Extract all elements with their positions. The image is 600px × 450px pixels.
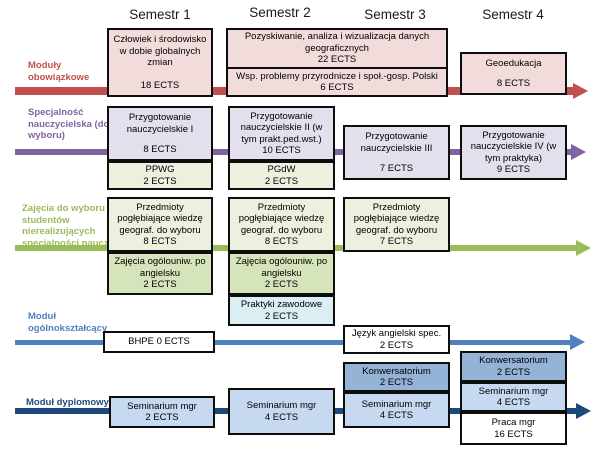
course-title: Zajęcia ogólouniw. po angielsku bbox=[235, 256, 328, 279]
course-ects: 4 ECTS bbox=[264, 411, 299, 423]
course-title: Zajęcia ogólouniw. po angielsku bbox=[114, 256, 206, 279]
course-ects: 2 ECTS bbox=[143, 279, 177, 291]
course-box-konw4: Konwersatorium 2 ECTS bbox=[460, 351, 567, 382]
module-label-specjalnosc: Specjalność nauczycielska (do wyboru) bbox=[28, 107, 110, 141]
course-ects: 22 ECTS bbox=[317, 54, 357, 66]
course-box-wsp: Wsp. problemy przyrodnicze i społ.-gosp.… bbox=[226, 67, 448, 97]
course-title: Przygotowanie nauczycielskie I bbox=[126, 112, 194, 135]
module-label-dyplomowy: Moduł dyplomowy bbox=[26, 397, 109, 408]
course-title: Język angielski spec. bbox=[351, 328, 442, 339]
course-box-pgdw: PGdW 2 ECTS bbox=[228, 161, 335, 190]
course-ects: 2 ECTS bbox=[379, 339, 414, 351]
course-box-zajecia1: Zajęcia ogólouniw. po angielsku 2 ECTS bbox=[107, 252, 213, 295]
course-ects: 2 ECTS bbox=[264, 310, 299, 322]
course-box-sem3: Seminarium mgr 4 ECTS bbox=[343, 392, 450, 428]
course-title: Wsp. problemy przyrodnicze i społ.-gosp.… bbox=[236, 70, 438, 82]
course-ects: 4 ECTS bbox=[379, 410, 414, 421]
course-box-przedmioty3: Przedmioty pogłębiające wiedzę geograf. … bbox=[343, 197, 450, 252]
course-ects: 2 ECTS bbox=[145, 412, 179, 423]
course-box-praca: Praca mgr 16 ECTS bbox=[460, 412, 567, 445]
course-ects: 4 ECTS bbox=[496, 397, 531, 408]
course-title: Przedmioty pogłębiające wiedzę geograf. … bbox=[353, 201, 440, 236]
course-box-przyg2: Przygotowanie nauczycielskie II (w tym p… bbox=[228, 106, 335, 161]
course-title: Pozyskiwanie, analiza i wizualizacja dan… bbox=[244, 31, 430, 54]
course-box-jezyk: Język angielski spec. 2 ECTS bbox=[343, 325, 450, 354]
arrow-head-zajecia-icon bbox=[576, 240, 591, 256]
course-title: Seminarium mgr bbox=[246, 400, 317, 411]
course-title: Przygotowanie nauczycielskie II (w tym p… bbox=[240, 110, 323, 145]
module-label-ogolnoksztalcacy: Moduł ogólnokształcący bbox=[28, 311, 108, 334]
course-box-sem1: Seminarium mgr 2 ECTS bbox=[109, 396, 215, 428]
course-title: Seminarium mgr bbox=[478, 385, 549, 397]
arrow-head-dyplomowy-icon bbox=[576, 403, 591, 419]
course-title: Przygotowanie nauczycielskie IV (w tym p… bbox=[470, 129, 557, 164]
course-ects: 2 ECTS bbox=[264, 175, 299, 187]
course-box-konw3: Konwersatorium 2 ECTS bbox=[343, 362, 450, 392]
arrow-head-ogolnoksztalcacy-icon bbox=[570, 334, 585, 350]
course-box-pozyskiwanie: Pozyskiwanie, analiza i wizualizacja dan… bbox=[226, 28, 448, 69]
course-ects: 6 ECTS bbox=[320, 82, 354, 93]
course-title: Przedmioty pogłębiające wiedzę geograf. … bbox=[117, 201, 203, 236]
course-box-geoedukacja: Geoedukacja 8 ECTS bbox=[460, 52, 567, 95]
course-ects: 18 ECTS bbox=[140, 79, 180, 91]
arrow-line-ogolnoksztalcacy bbox=[15, 340, 572, 345]
course-box-sem2: Seminarium mgr 4 ECTS bbox=[228, 388, 335, 435]
course-title: Konwersatorium bbox=[479, 355, 548, 366]
course-box-przedmioty2: Przedmioty pogłębiające wiedzę geograf. … bbox=[228, 197, 335, 252]
course-title: PGdW bbox=[267, 164, 296, 175]
arrow-head-obowiazkowe-icon bbox=[573, 83, 588, 99]
course-box-czlowiek: Człowiek i środowisko w dobie globalnych… bbox=[107, 28, 213, 97]
course-ects: 2 ECTS bbox=[379, 377, 414, 388]
course-box-ppwg: PPWG 2 ECTS bbox=[107, 161, 213, 190]
course-box-przyg4: Przygotowanie nauczycielskie IV (w tym p… bbox=[460, 125, 567, 180]
course-title: Przygotowanie nauczycielskie III bbox=[360, 131, 433, 154]
course-ects: 8 ECTS bbox=[143, 236, 177, 247]
course-box-zajecia2: Zajęcia ogólouniw. po angielsku 2 ECTS bbox=[228, 252, 335, 295]
module-label-obowiazkowe: Moduły obowiązkowe bbox=[28, 60, 90, 83]
course-box-sem4: Seminarium mgr 4 ECTS bbox=[460, 382, 567, 412]
course-ects: 8 ECTS bbox=[496, 77, 531, 89]
course-title: BHPE 0 ECTS bbox=[128, 336, 190, 348]
course-box-praktyki: Praktyki zawodowe 2 ECTS bbox=[228, 295, 335, 326]
column-header-semestr-3: Semestr 3 bbox=[364, 7, 426, 22]
course-title: Praca mgr bbox=[491, 417, 536, 428]
course-title: Seminarium mgr bbox=[127, 400, 197, 412]
course-title: Geoedukacja bbox=[485, 58, 542, 69]
course-ects: 8 ECTS bbox=[143, 143, 177, 155]
course-title: Człowiek i środowisko w dobie globalnych… bbox=[113, 34, 207, 68]
course-title: Przedmioty pogłębiające wiedzę geograf. … bbox=[238, 201, 325, 236]
course-box-przyg1: Przygotowanie nauczycielskie I 8 ECTS bbox=[107, 106, 213, 161]
course-title: Praktyki zawodowe bbox=[240, 299, 323, 310]
course-ects: 9 ECTS bbox=[496, 164, 531, 175]
course-title: Seminarium mgr bbox=[361, 398, 432, 410]
course-ects: 7 ECTS bbox=[379, 162, 414, 174]
course-ects: 2 ECTS bbox=[143, 175, 177, 187]
course-ects: 2 ECTS bbox=[264, 279, 299, 291]
course-ects: 10 ECTS bbox=[262, 145, 301, 156]
course-box-przyg3: Przygotowanie nauczycielskie III 7 ECTS bbox=[343, 125, 450, 180]
column-header-semestr-1: Semestr 1 bbox=[129, 7, 191, 22]
course-box-bhpe: BHPE 0 ECTS bbox=[103, 331, 215, 353]
course-box-przedmioty1: Przedmioty pogłębiające wiedzę geograf. … bbox=[107, 197, 213, 252]
course-title: PPWG bbox=[145, 164, 175, 175]
arrow-head-specjalnosc-icon bbox=[571, 144, 586, 160]
course-ects: 2 ECTS bbox=[496, 366, 531, 378]
module-label-zajecia: Zajęcia do wyboru dla studentów niereali… bbox=[22, 203, 122, 249]
course-ects: 16 ECTS bbox=[494, 428, 533, 440]
column-header-semestr-4: Semestr 4 bbox=[482, 7, 544, 22]
course-title: Konwersatorium bbox=[362, 365, 431, 377]
course-ects: 8 ECTS bbox=[264, 236, 299, 247]
column-header-semestr-2: Semestr 2 bbox=[249, 5, 311, 20]
course-ects: 7 ECTS bbox=[379, 236, 414, 247]
